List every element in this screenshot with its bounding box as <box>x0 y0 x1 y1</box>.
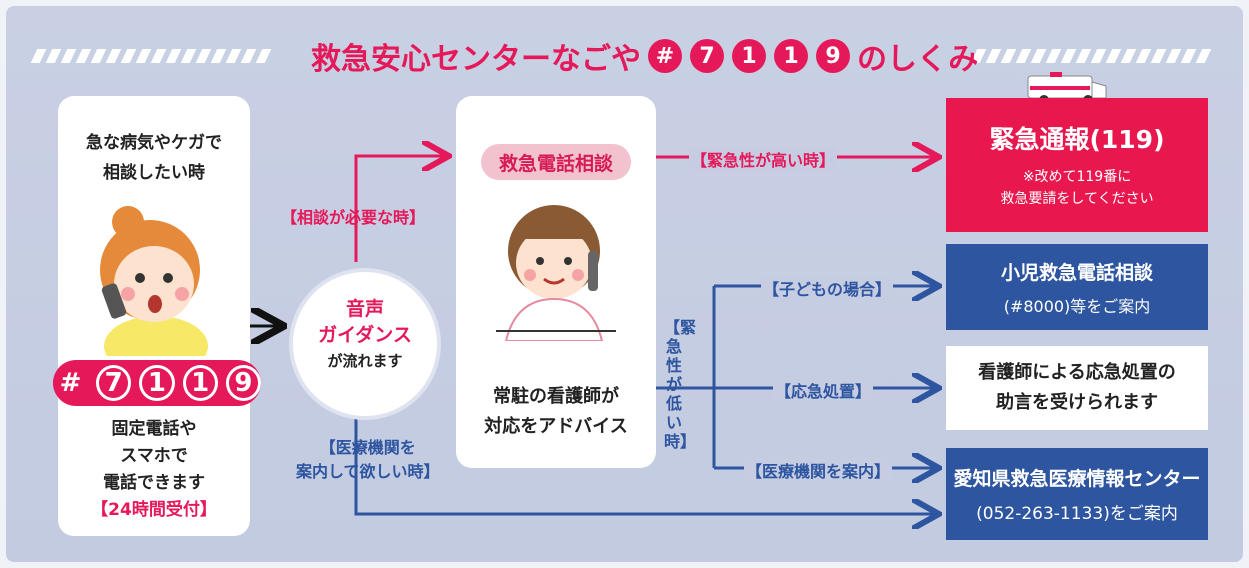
info-center-box: 愛知県救急医療情報センター (052-263-1133)をご案内 <box>946 448 1208 540</box>
caller-illustration <box>100 206 208 356</box>
page-title: 救急安心センターなごや # 7 1 1 9 のしくみ <box>311 36 979 77</box>
title-digit: 1 <box>732 39 766 73</box>
emergency-call-note: ※改めて119番に 救急要請をしてください <box>1000 169 1154 207</box>
label-child-case: 【子どもの場合】 <box>761 276 894 300</box>
title-digit-hash: # <box>648 39 682 73</box>
phone-number-badge: # 7 1 1 9 <box>53 360 262 406</box>
label-low-urgency: 【緊急性が低い時】 <box>664 318 697 451</box>
first-aid-text: 看護師による応急処置の 助言を受けられます <box>978 362 1176 413</box>
emergency-call-box: 緊急通報(119) ※改めて119番に 救急要請をしてください <box>946 98 1208 232</box>
title-text: 救急安心センターなごや <box>311 42 641 77</box>
label-consult-needed: 【相談が必要な時】 <box>281 208 426 227</box>
label-hospital-guide: 【医療機関を案内】 <box>744 458 893 482</box>
emergency-call-title: 緊急通報(119) <box>989 125 1165 154</box>
nurse-consult-pill: 救急電話相談 <box>481 144 631 180</box>
info-center-sub: (052-263-1133)をご案内 <box>976 504 1178 524</box>
caller-phone-info: 固定電話や スマホで 電話できます 【24時間受付】 <box>58 416 250 524</box>
caller-situation: 急な病気やケガで 相談したい時 <box>86 133 222 183</box>
arrow-consult-needed <box>354 156 446 262</box>
voice-guidance-text: 音声 ガイダンス が流れます <box>318 298 412 370</box>
hours-label: 【24時間受付】 <box>91 500 217 520</box>
voice-guidance-circle <box>289 268 441 420</box>
title-digit: 7 <box>690 39 724 73</box>
arrow-medical-guidance <box>354 416 936 514</box>
child-consult-title: 小児救急電話相談 <box>1000 261 1153 284</box>
diagram-panel: 救急安心センターなごや # 7 1 1 9 のしくみ <box>6 6 1243 562</box>
title-digit: 1 <box>774 39 808 73</box>
child-consult-box: 小児救急電話相談 (#8000)等をご案内 <box>946 244 1208 330</box>
nurse-description: 常駐の看護師が 対応をアドバイス <box>484 386 628 437</box>
child-consult-sub: (#8000)等をご案内 <box>1003 296 1151 316</box>
nurse-illustration <box>496 205 616 341</box>
label-first-aid: 【応急処置】 <box>773 378 874 402</box>
title-digit: 9 <box>816 39 850 73</box>
first-aid-box: 看護師による応急処置の 助言を受けられます <box>946 346 1208 430</box>
label-high-urgency: 【緊急性が高い時】 <box>689 147 838 171</box>
info-center-title: 愛知県救急医療情報センター <box>953 468 1201 490</box>
label-medical-guidance: 【医療機関を 案内して欲しい時】 <box>296 438 440 481</box>
title-suffix: のしくみ <box>857 42 979 77</box>
